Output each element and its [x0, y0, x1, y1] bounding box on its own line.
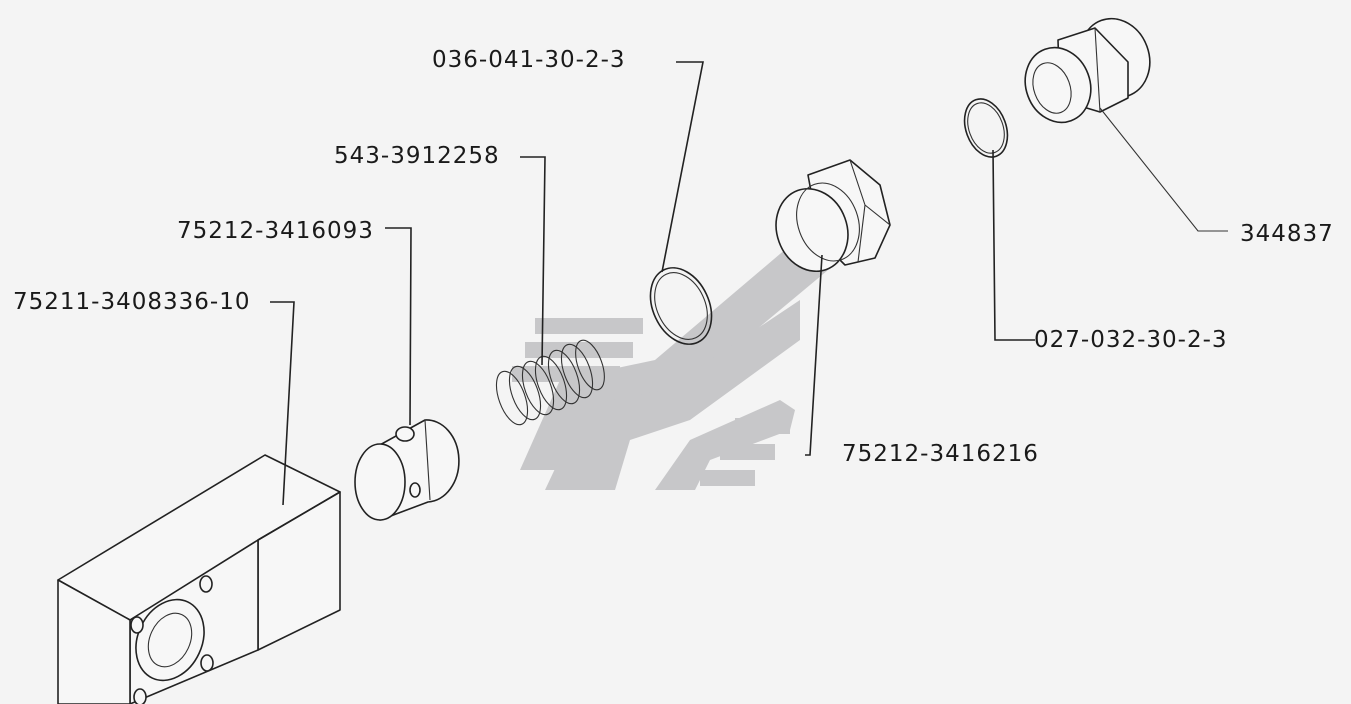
o-ring-small-part	[963, 98, 1009, 158]
callout-543-3912258: 543-3912258	[334, 143, 500, 169]
callout-75211-3408336-10: 75211-3408336-10	[13, 289, 251, 315]
leader-lines	[270, 61, 1228, 506]
union-nut-part	[1024, 17, 1151, 124]
o-ring-large-part	[649, 267, 713, 345]
callout-75212-3416093: 75212-3416093	[177, 218, 374, 244]
callout-75212-3416216: 75212-3416216	[842, 441, 1039, 467]
callout-344837: 344837	[1240, 221, 1334, 247]
callout-027-032-30-2-3: 027-032-30-2-3	[1034, 327, 1228, 353]
watermark-logo	[512, 220, 840, 490]
callout-036-041-30-2-3: 036-041-30-2-3	[432, 47, 626, 73]
plug-part	[775, 159, 891, 273]
spring-part	[495, 339, 605, 426]
body-block-part	[57, 454, 341, 704]
piston-part	[354, 419, 460, 521]
